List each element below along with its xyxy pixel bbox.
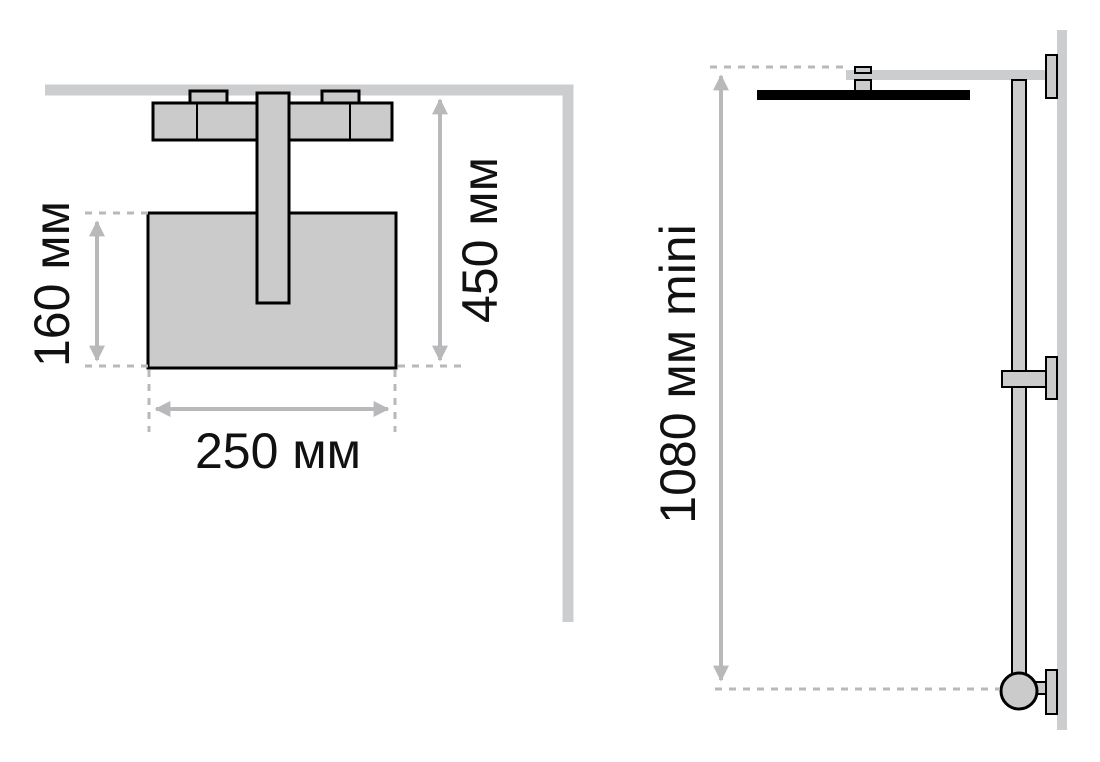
height-min-label: 1080 мм mini — [650, 224, 706, 523]
right-wall — [1057, 30, 1067, 730]
shower-arm-and-head — [757, 54, 1058, 100]
width-head-label: 250 мм — [195, 423, 361, 479]
mixer-valve — [999, 669, 1058, 715]
wall-bracket — [1001, 356, 1058, 400]
right-extension-lines — [710, 65, 1000, 691]
left-extension-lines — [85, 211, 465, 432]
distance-ceiling-label: 450 мм — [452, 157, 508, 323]
shower-head-top-view — [146, 91, 398, 370]
height-head-label: 160 мм — [24, 201, 80, 367]
